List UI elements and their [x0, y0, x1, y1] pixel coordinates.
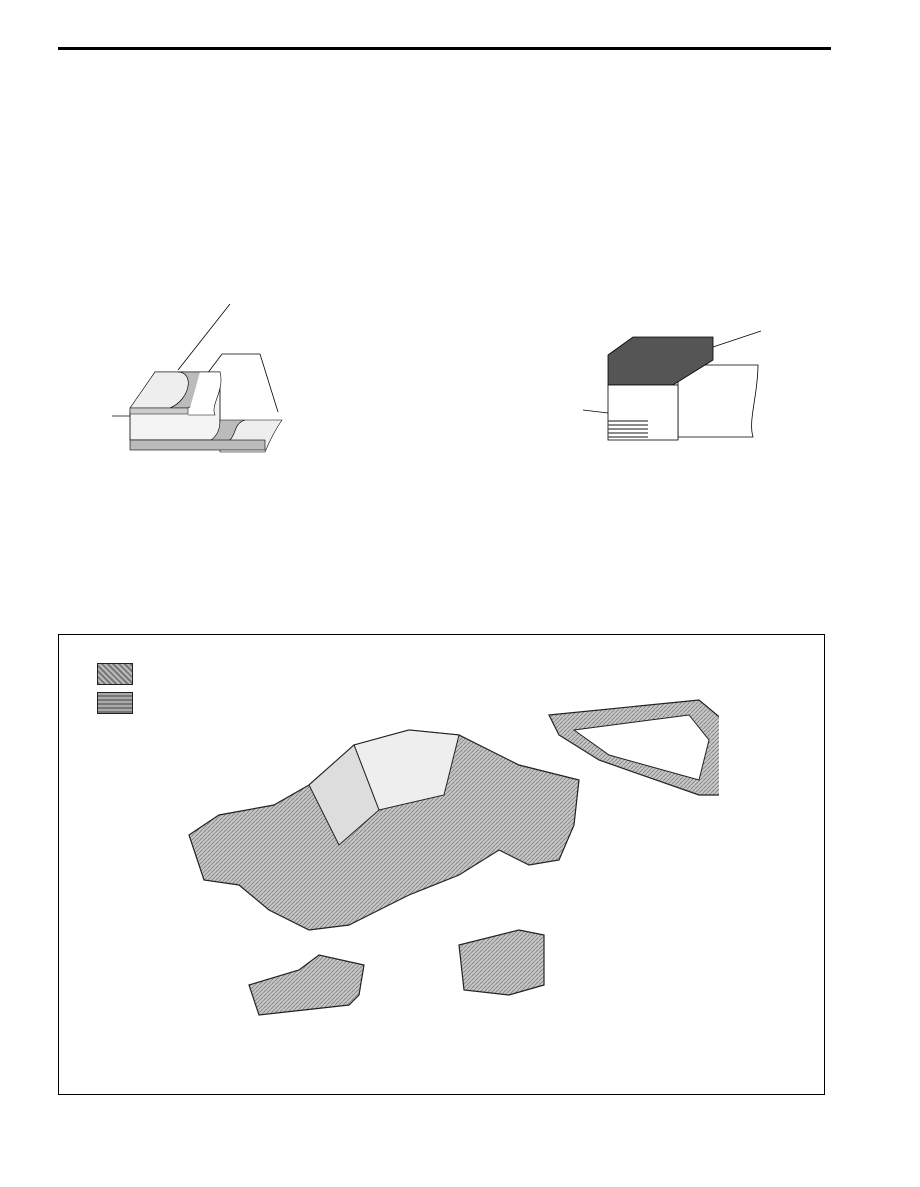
coated-material-diagram: [582, 330, 762, 441]
car-body-figure-frame: [58, 634, 825, 1095]
diagonal-hatch-swatch-icon: [97, 663, 133, 685]
layered-material-diagram: [112, 303, 283, 453]
header-rule: [58, 47, 831, 50]
grid-hatch-swatch-icon: [97, 692, 133, 714]
car-body-exploded-view-icon: [188, 699, 719, 1016]
